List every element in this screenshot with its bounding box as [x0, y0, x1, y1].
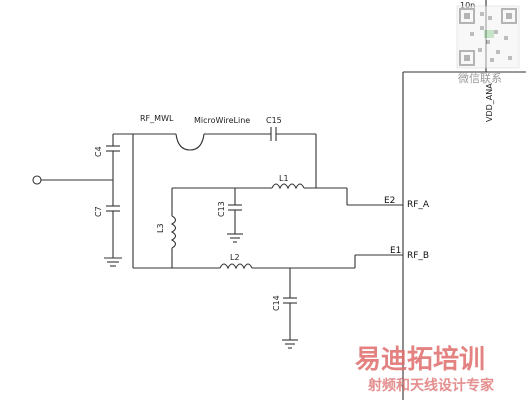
brand-tagline: 射频和天线设计专家: [367, 377, 495, 394]
pin-e1: E1: [390, 246, 401, 256]
brand-watermark: 易迪拓培训: [355, 345, 485, 375]
pin-rf-a: RF_A: [407, 200, 430, 210]
l1-inductor: [271, 183, 305, 190]
qr-code-watermark: [456, 5, 520, 69]
label-c13: C13: [217, 201, 226, 217]
pin-vdd-ana: VDD_ANA: [485, 83, 494, 122]
label-top-fragment: 10n: [460, 1, 475, 10]
label-c7: C7: [94, 206, 103, 217]
label-microwireline: MicroWireLine: [194, 116, 250, 125]
label-l1: L1: [279, 174, 289, 183]
input-port-terminal: [32, 175, 42, 185]
qr-caption: 微信联系: [458, 71, 502, 85]
pin-rf-b: RF_B: [407, 251, 429, 261]
microwireline-element: [175, 133, 205, 151]
label-c15: C15: [266, 116, 282, 125]
label-rf-mwl: RF_MWL: [140, 114, 174, 123]
pin-e2: E2: [384, 196, 395, 206]
label-l3: L3: [156, 223, 165, 233]
l3-inductor: [170, 215, 177, 249]
l2-inductor: [219, 263, 253, 270]
label-c4: C4: [94, 146, 103, 157]
label-l2: L2: [230, 253, 240, 262]
label-c14: C14: [272, 295, 281, 311]
